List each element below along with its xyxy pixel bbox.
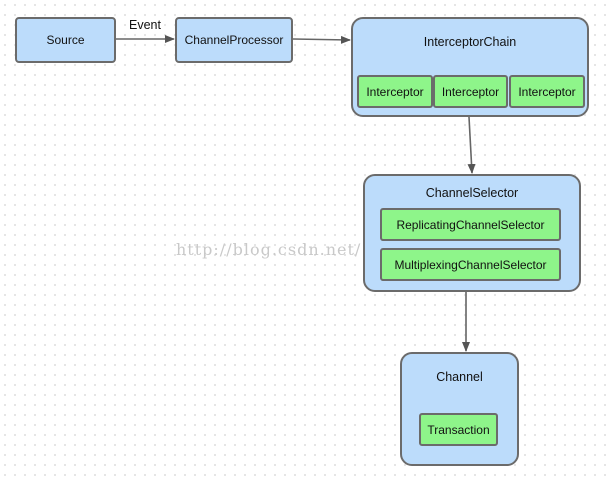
multiplexing-channel-selector[interactable]: MultiplexingChannelSelector <box>380 248 561 281</box>
edge-channelprocessor-to-interceptorchain <box>292 35 351 44</box>
edge-interceptorchain-to-channelselector <box>467 116 476 174</box>
edge-label-event: Event <box>129 18 161 32</box>
interceptor-1[interactable]: Interceptor <box>357 75 433 108</box>
channel-title: Channel <box>436 370 483 384</box>
source-node[interactable]: Source <box>15 17 116 63</box>
replicating-channel-selector[interactable]: ReplicatingChannelSelector <box>380 208 561 241</box>
channel-processor-node[interactable]: ChannelProcessor <box>175 17 293 63</box>
interceptor-chain-group[interactable]: InterceptorChain Interceptor Interceptor… <box>351 17 589 117</box>
interceptor-2[interactable]: Interceptor <box>433 75 508 108</box>
channel-group[interactable]: Channel Transaction <box>400 352 519 466</box>
channel-processor-label: ChannelProcessor <box>184 33 284 47</box>
channel-selector-group[interactable]: ChannelSelector ReplicatingChannelSelect… <box>363 174 581 292</box>
source-label: Source <box>46 33 85 47</box>
transaction-node[interactable]: Transaction <box>419 413 498 446</box>
channel-selector-title: ChannelSelector <box>425 186 519 200</box>
interceptor-chain-title: InterceptorChain <box>423 35 517 49</box>
interceptor-3[interactable]: Interceptor <box>509 75 585 108</box>
